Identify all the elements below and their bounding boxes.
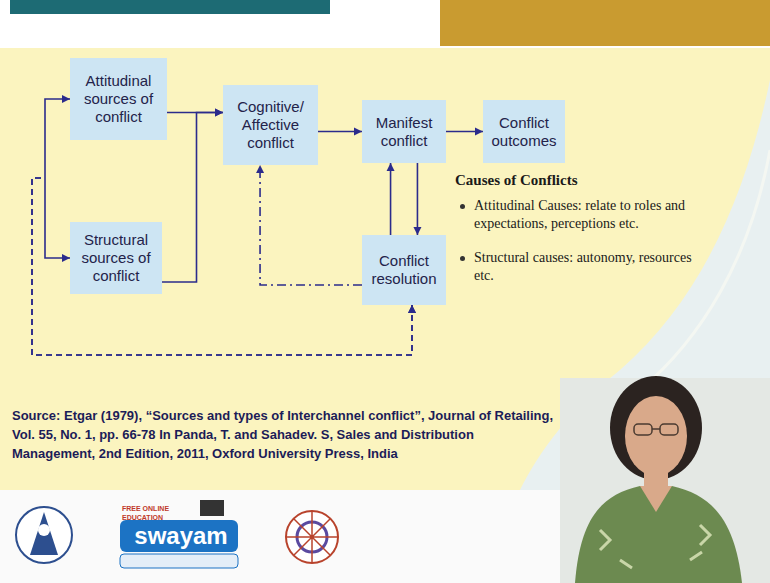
- arrowhead: [62, 95, 70, 103]
- connector: [162, 109, 223, 283]
- logo-tagline: FREE ONLINE EDUCATION: [122, 504, 200, 522]
- logo-word: swayam: [126, 520, 236, 551]
- box-label: Manifest conflict: [368, 114, 440, 150]
- arrowhead: [408, 305, 416, 313]
- process-box: Manifest conflict: [362, 100, 446, 163]
- arrowhead: [354, 128, 362, 136]
- arrowhead: [475, 128, 483, 136]
- arrowhead: [215, 109, 223, 117]
- arrowhead: [408, 305, 416, 313]
- source-note: Source: Etgar (1979), “Sources and types…: [12, 406, 557, 463]
- connector: [32, 178, 416, 355]
- connector: [318, 128, 362, 136]
- box-label: Conflict outcomes: [489, 114, 559, 150]
- arrowhead: [387, 163, 395, 171]
- bullet-text: Attitudinal Causes: relate to roles and …: [474, 197, 714, 233]
- connector: [256, 165, 362, 285]
- connector: [413, 163, 421, 235]
- box-label: Cognitive/ Affective conflict: [229, 98, 312, 152]
- connector-line: [162, 113, 223, 283]
- connector-line: [45, 178, 70, 258]
- process-box: Attitudinal sources of conflict: [70, 58, 167, 140]
- process-box: Structural sources of conflict: [70, 222, 162, 294]
- arrowhead: [62, 254, 70, 262]
- process-box: Conflict outcomes: [483, 100, 565, 163]
- connector-line: [45, 99, 70, 178]
- connector-line: [260, 165, 362, 285]
- box-label: Conflict resolution: [368, 252, 440, 288]
- connector: [387, 163, 395, 235]
- box-label: Attitudinal sources of conflict: [76, 72, 161, 126]
- bullet-text: Structural causes: autonomy, resources e…: [474, 249, 714, 285]
- connector-line: [417, 163, 419, 235]
- connector: [446, 128, 483, 136]
- connector-line: [390, 163, 392, 235]
- section-heading: Causes of Conflicts: [455, 170, 705, 190]
- arrowhead: [413, 227, 421, 235]
- bullet-dot: [460, 256, 465, 261]
- box-label: Structural sources of conflict: [76, 231, 156, 285]
- bullet-dot: [460, 204, 465, 209]
- arrowhead: [256, 165, 264, 173]
- arrowhead: [215, 109, 223, 117]
- connector-line: [32, 178, 412, 355]
- process-box: Cognitive/ Affective conflict: [223, 85, 318, 165]
- process-box: Conflict resolution: [362, 235, 446, 305]
- connector-line: [32, 178, 412, 355]
